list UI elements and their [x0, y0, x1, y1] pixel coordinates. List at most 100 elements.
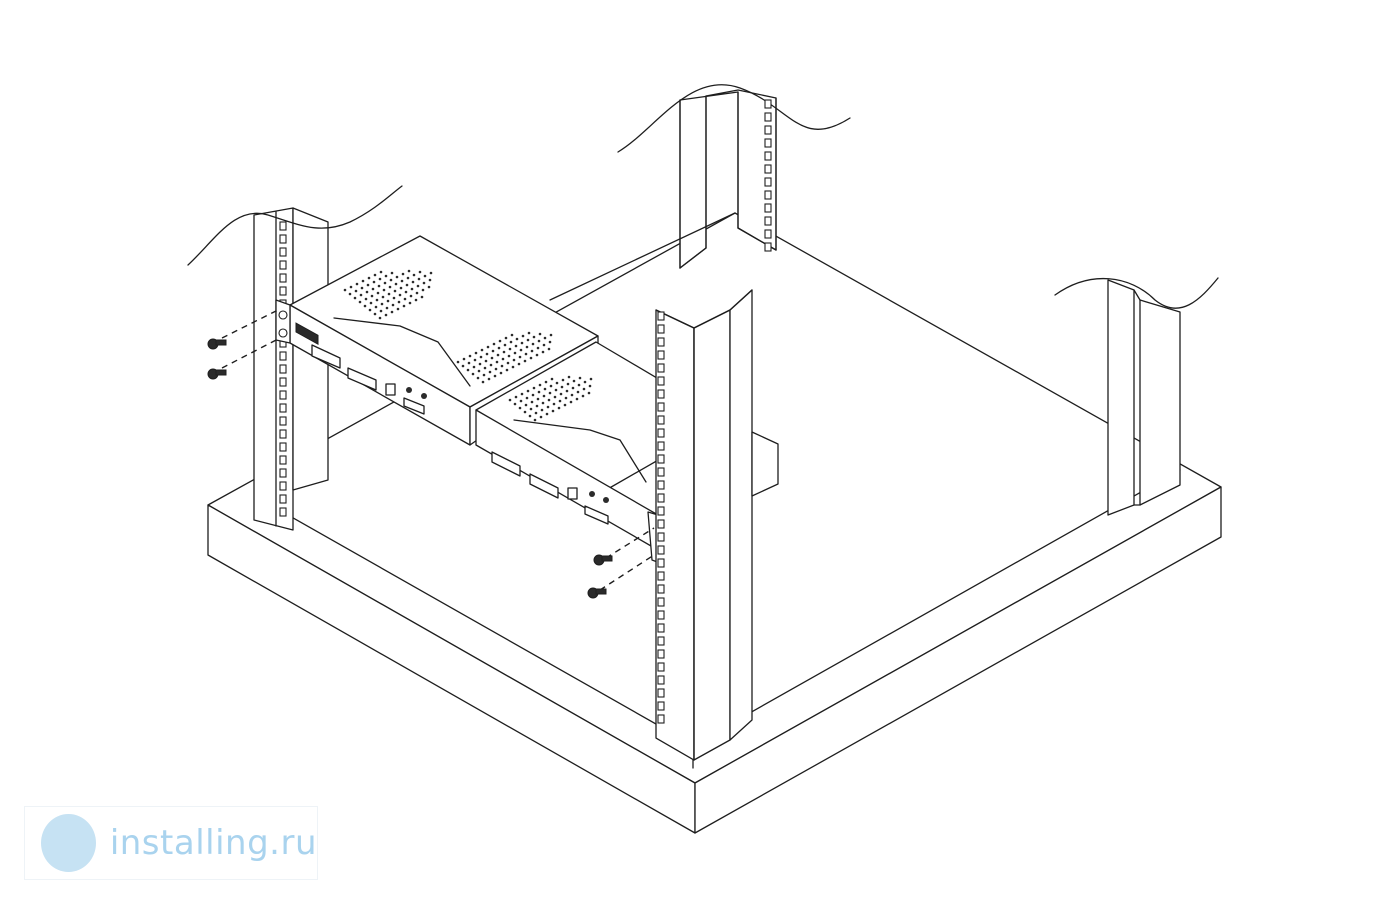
rack-hole [657, 597, 665, 607]
vent-dot [514, 344, 518, 348]
rack-hole [279, 442, 287, 452]
rack-hole [279, 481, 287, 491]
vent-dot [576, 390, 580, 394]
vent-dot [371, 287, 375, 291]
vent-dot [361, 279, 365, 283]
vent-dot [415, 291, 419, 295]
vent-dot [476, 376, 480, 380]
vent-dot [366, 283, 370, 287]
rack-hole [657, 428, 665, 438]
vent-dot [400, 279, 404, 283]
vent-dot [502, 350, 506, 354]
vent-dot [472, 365, 476, 369]
vent-dot [489, 363, 493, 367]
vent-dot [355, 282, 359, 286]
vent-dot [423, 274, 427, 278]
vent-dot [537, 339, 541, 343]
vent-dot [548, 340, 552, 344]
vent-dot [373, 273, 377, 277]
rack-hole [279, 455, 287, 465]
vent-dot [543, 336, 547, 340]
vent-dot [420, 295, 424, 299]
vent-dot [389, 278, 393, 282]
vent-dot [549, 384, 553, 388]
vent-dot [428, 278, 432, 282]
vent-dot [513, 402, 517, 406]
rack-hole [657, 532, 665, 542]
vent-dot [402, 304, 406, 308]
vent-dot [414, 298, 418, 302]
vent-dot [491, 349, 495, 353]
vent-dot [488, 370, 492, 374]
vent-dot [383, 281, 387, 285]
vent-dot [560, 385, 564, 389]
rack-hole [279, 351, 287, 361]
rack-hole [279, 247, 287, 257]
vent-dot [386, 299, 390, 303]
vent-dot [567, 375, 571, 379]
vent-dot [581, 394, 585, 398]
rack-hole [657, 350, 665, 360]
rack-hole [657, 675, 665, 685]
vent-dot [373, 312, 377, 316]
vent-dot [561, 378, 565, 382]
vent-dot [554, 388, 558, 392]
vent-dot [404, 290, 408, 294]
vent-dot [543, 387, 547, 391]
vent-dot [375, 298, 379, 302]
vent-dot [549, 333, 553, 337]
vent-dot [478, 362, 482, 366]
rack-hole [279, 234, 287, 244]
vent-dot [385, 306, 389, 310]
vent-dot [535, 404, 539, 408]
rack-hole [657, 363, 665, 373]
vent-dot [417, 277, 421, 281]
vent-dot [526, 338, 530, 342]
rack-hole [279, 221, 287, 231]
vent-dot [374, 305, 378, 309]
screw-icon [593, 554, 613, 566]
rack-hole [657, 454, 665, 464]
vent-dot [384, 313, 388, 317]
vent-dot [393, 289, 397, 293]
rack-post-right [1054, 277, 1219, 516]
vent-dot [541, 350, 545, 354]
rack-hole [279, 364, 287, 374]
rack-hole [764, 203, 772, 213]
vent-dot [515, 337, 519, 341]
screw-icon [587, 587, 607, 599]
rack-hole [764, 229, 772, 239]
vent-dot [376, 291, 380, 295]
vent-dot [501, 357, 505, 361]
vent-dot [480, 348, 484, 352]
vent-dot [533, 418, 537, 422]
screw-icon [207, 368, 227, 380]
vent-dot [484, 359, 488, 363]
vent-dot [538, 332, 542, 336]
vent-dot [412, 273, 416, 277]
vent-dot [514, 395, 518, 399]
vent-dot [569, 400, 573, 404]
vent-dot [578, 376, 582, 380]
rack-hole [764, 177, 772, 187]
rack-hole [279, 416, 287, 426]
vent-dot [416, 284, 420, 288]
rack-hole [657, 701, 665, 711]
vent-dot [486, 345, 490, 349]
vent-dot [536, 397, 540, 401]
vent-dot [589, 377, 593, 381]
rack-hole [279, 273, 287, 283]
vent-dot [551, 409, 555, 413]
vent-dot [518, 355, 522, 359]
vent-dot [547, 398, 551, 402]
rack-hole [657, 506, 665, 516]
vent-dot [542, 343, 546, 347]
rack-hole [657, 636, 665, 646]
vent-dot [539, 415, 543, 419]
vent-dot [545, 412, 549, 416]
vent-dot [520, 392, 524, 396]
rack-hole [657, 493, 665, 503]
vent-dot [499, 371, 503, 375]
rack-hole [279, 286, 287, 296]
